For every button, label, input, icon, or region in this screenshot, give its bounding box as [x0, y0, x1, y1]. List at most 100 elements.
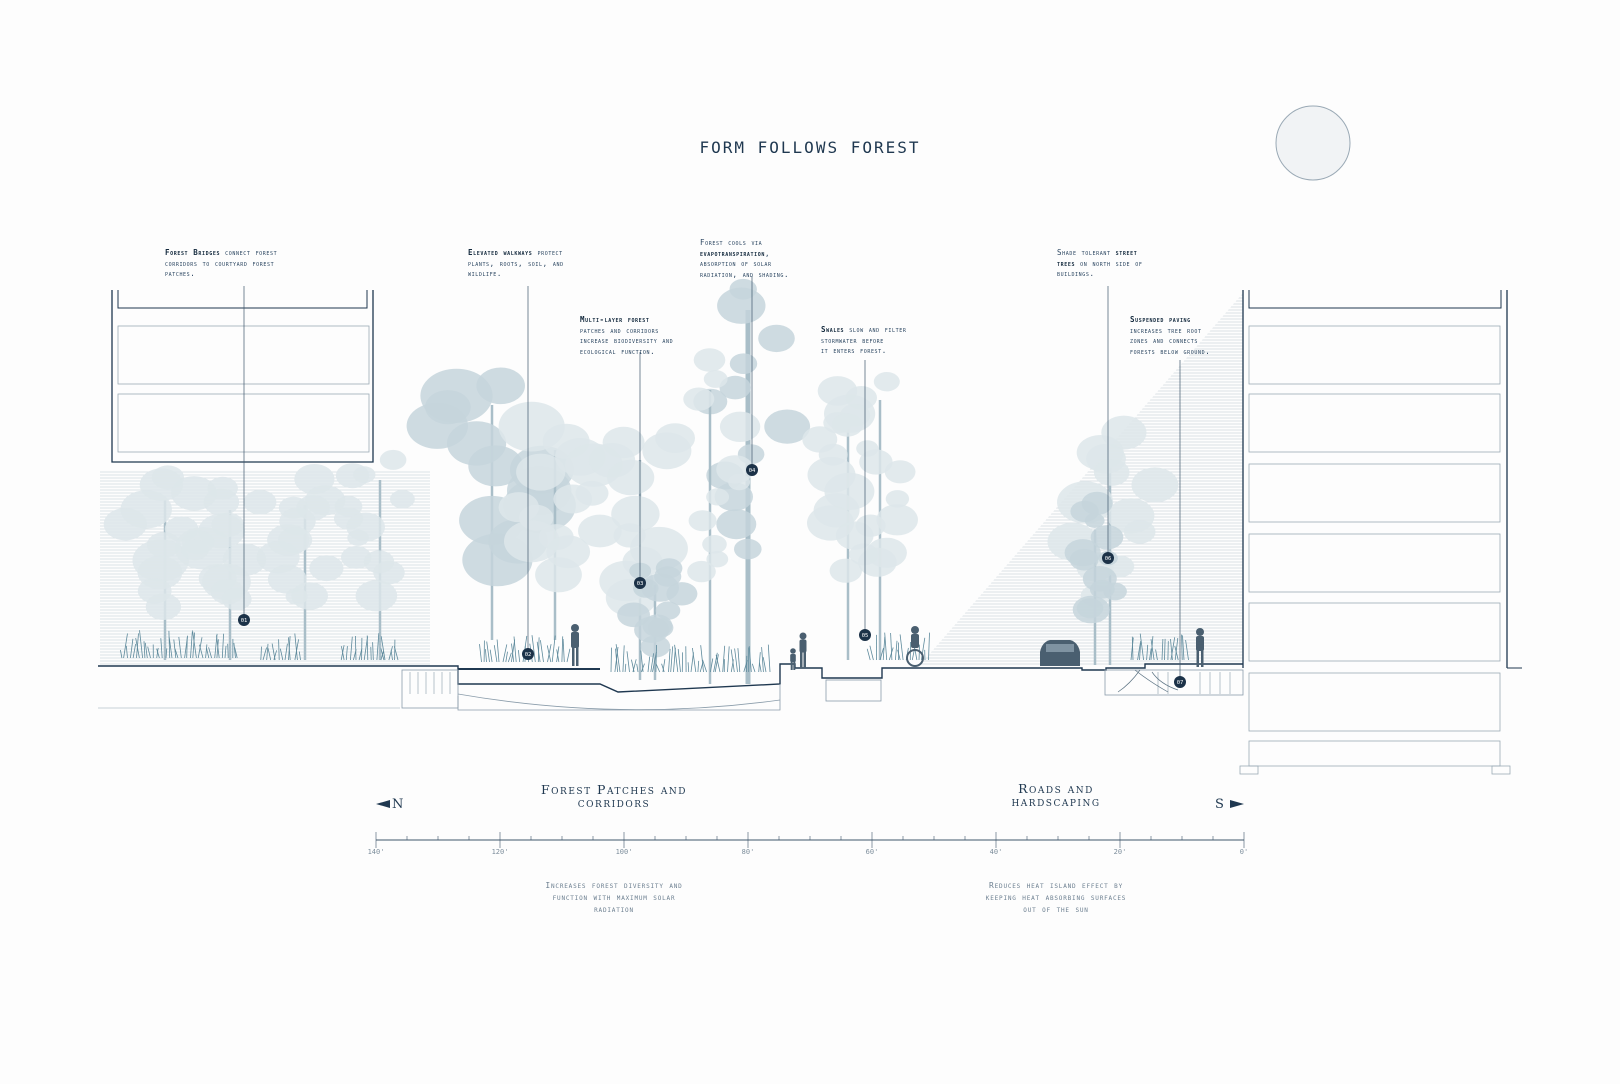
marker-03: 03 — [634, 577, 646, 589]
left-building — [111, 290, 374, 463]
annotation-03-line1: patches and corridors — [580, 325, 659, 335]
person-child — [790, 648, 796, 670]
grass-tuft — [260, 633, 301, 661]
marker-02: 02 — [522, 648, 534, 660]
annotation-04-pre: Forest cools via — [700, 238, 763, 247]
tree — [256, 464, 346, 660]
marker-label: 03 — [637, 581, 644, 587]
scale-label-100: 100' — [615, 848, 633, 856]
annotation-06-line1: buildings. — [1057, 269, 1095, 278]
zone-label-roads-line2: hardscaping — [1011, 794, 1101, 809]
annotation-02: Elevated walkways protect plants, roots,… — [468, 248, 564, 280]
cyclist — [906, 626, 924, 667]
tree — [831, 372, 918, 660]
right-building — [1239, 290, 1522, 775]
annotation-07: Suspended paving increases tree root zon… — [1130, 315, 1210, 357]
zone-label-forest-line1: Forest Patches and — [541, 782, 687, 797]
annotation-05: Swales slow and filter stormwater before… — [821, 325, 906, 357]
annotation-04-line2: radiation, and shading. — [700, 269, 790, 279]
annotation-05-bold: Swales — [821, 325, 845, 334]
tree — [334, 449, 415, 660]
annotation-04: Forest cools via evapotranspiration, abs… — [700, 238, 789, 280]
annotation-04-line1: absorption of solar — [700, 259, 772, 268]
grass-tuft — [1130, 633, 1189, 661]
zone-desc-forest-line1: Increases forest diversity and — [545, 881, 683, 890]
zone-label-roads: Roads and hardscaping — [956, 782, 1156, 808]
zone-desc-roads: Reduces heat island effect by keeping he… — [936, 880, 1176, 916]
tree — [617, 558, 698, 680]
annotation-04-bold: evapotranspiration — [700, 248, 765, 258]
grass-tuft — [610, 644, 771, 673]
annotation-03-bold: Multi-layer forest — [580, 315, 650, 324]
marker-label: 01 — [241, 618, 248, 624]
annotation-07-line1: increases tree root — [1130, 325, 1202, 335]
south-label: S — [1215, 797, 1224, 812]
annotation-02-rest: protect — [532, 248, 563, 257]
tree — [103, 465, 232, 660]
tree — [181, 476, 277, 660]
marker-label: 06 — [1105, 556, 1112, 562]
annotation-03-line2: increase biodiversity and — [580, 336, 674, 345]
scale-label-0: 0' — [1239, 848, 1249, 856]
annotation-01-rest: connect forest — [220, 248, 278, 257]
zone-desc-forest-line2: function with maximum solar — [552, 893, 676, 902]
callout-leaders: 01 02 03 04 05 06 07 — [238, 276, 1186, 688]
annotation-06-rest: on north side of — [1075, 258, 1143, 268]
marker-label: 02 — [525, 652, 532, 658]
tree — [655, 348, 761, 684]
annotation-03: Multi-layer forest patches and corridors… — [580, 315, 673, 357]
annotation-06-pre: Shade tolerant — [1057, 248, 1116, 257]
person-walkway — [571, 624, 579, 666]
scale-label-140: 140' — [367, 848, 385, 856]
marker-07: 07 — [1174, 676, 1186, 688]
annotation-07-line2: zones and connects — [1130, 336, 1198, 345]
zone-desc-forest-line3: radiation — [594, 905, 634, 914]
marker-06: 06 — [1102, 552, 1114, 564]
marker-label: 07 — [1177, 680, 1184, 686]
annotation-04-rest: , — [765, 248, 771, 258]
annotation-03-line3: ecological function. — [580, 346, 656, 356]
scale-label-60: 60' — [865, 848, 879, 856]
marker-04: 04 — [746, 464, 758, 476]
tree — [1064, 491, 1127, 665]
person-sidewalk — [1196, 628, 1204, 667]
annotation-02-line2: wildlife. — [468, 269, 502, 278]
grass-tuft — [120, 630, 238, 659]
zone-desc-roads-line1: Reduces heat island effect by — [989, 881, 1123, 890]
car — [1040, 640, 1080, 666]
scale-label-120: 120' — [491, 848, 509, 856]
person-adult — [799, 632, 807, 668]
annotation-01-line2: patches. — [165, 269, 196, 278]
right-shadow-hatch — [920, 293, 1243, 665]
page-title: FORM FOLLOWS FOREST — [699, 138, 921, 157]
scale-bar — [375, 832, 1245, 848]
scale-label-80: 80' — [741, 848, 755, 856]
grass-tuft — [866, 632, 930, 661]
zone-desc-roads-line2: keeping heat absorbing surfaces — [985, 893, 1127, 902]
south-arrow-icon — [1230, 800, 1244, 808]
marker-01: 01 — [238, 614, 250, 626]
annotation-05-line2: it enters forest. — [821, 346, 887, 355]
scale-label-40: 40' — [989, 848, 1003, 856]
marker-label: 04 — [749, 468, 756, 474]
marker-label: 05 — [862, 633, 869, 639]
annotation-07-bold: Suspended paving — [1130, 315, 1191, 324]
zone-label-forest-line2: corridors — [577, 795, 651, 810]
ground-section — [98, 663, 1244, 711]
north-label: N — [392, 797, 404, 812]
annotation-01-line1: corridors to courtyard forest — [165, 258, 275, 268]
tree — [693, 278, 811, 684]
grass-tuft — [340, 633, 399, 661]
zone-desc-roads-line3: out of the sun — [1023, 905, 1089, 914]
annotation-07-line3: forests below ground. — [1130, 346, 1211, 356]
tree — [498, 401, 623, 640]
annotation-01: Forest Bridges connect forest corridors … — [165, 248, 277, 280]
annotation-06-bold: street — [1115, 248, 1138, 257]
annotation-05-line1: stormwater before — [821, 335, 884, 345]
north-arrow-icon — [376, 800, 390, 808]
sun-icon — [1275, 105, 1351, 181]
tree — [575, 426, 692, 680]
marker-05: 05 — [859, 629, 871, 641]
